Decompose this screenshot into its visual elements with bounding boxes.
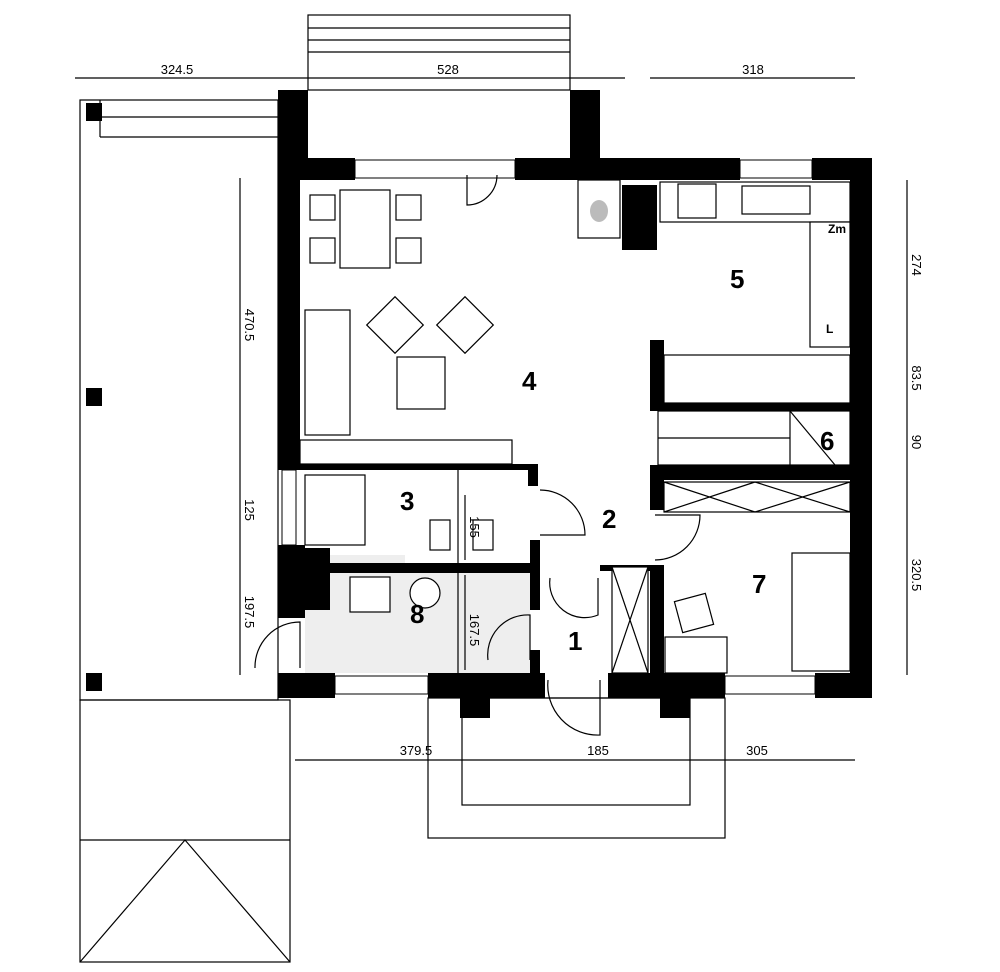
room-number-8: 8 — [410, 599, 424, 629]
dim-right-2: 83.5 — [909, 365, 924, 390]
dim-left-1: 470.5 — [242, 309, 257, 342]
dim-right-4: 320.5 — [909, 559, 924, 592]
room-number-1: 1 — [568, 626, 582, 656]
dim-top-2: 528 — [437, 62, 459, 77]
doors — [254, 174, 701, 736]
garage-roof — [79, 699, 291, 963]
dim-interior-1: 155 — [467, 516, 482, 538]
dimension-lines — [75, 77, 908, 761]
wardrobe-label: L — [826, 322, 833, 336]
dim-interior-2: 167.5 — [467, 614, 482, 647]
dim-top-1: 324.5 — [161, 62, 194, 77]
dim-bottom-2: 185 — [587, 743, 609, 758]
dim-left-2: 125 — [242, 499, 257, 521]
bay-steps — [307, 14, 571, 91]
staircase — [657, 410, 851, 466]
furniture — [299, 179, 851, 674]
room-number-4: 4 — [522, 366, 537, 396]
front-porch — [427, 697, 726, 839]
fridge-label: Zm — [828, 222, 846, 236]
dim-right-3: 90 — [909, 435, 924, 449]
walls — [278, 90, 872, 718]
room-number-5: 5 — [730, 264, 744, 294]
dim-top-3: 318 — [742, 62, 764, 77]
room-number-2: 2 — [602, 504, 616, 534]
room-number-7: 7 — [752, 569, 766, 599]
room-number-6: 6 — [820, 426, 834, 456]
dim-right-1: 274 — [909, 254, 924, 276]
dim-bottom-1: 379.5 — [400, 743, 433, 758]
room-number-3: 3 — [400, 486, 414, 516]
dim-bottom-3: 305 — [746, 743, 768, 758]
dim-left-3: 197.5 — [242, 596, 257, 629]
